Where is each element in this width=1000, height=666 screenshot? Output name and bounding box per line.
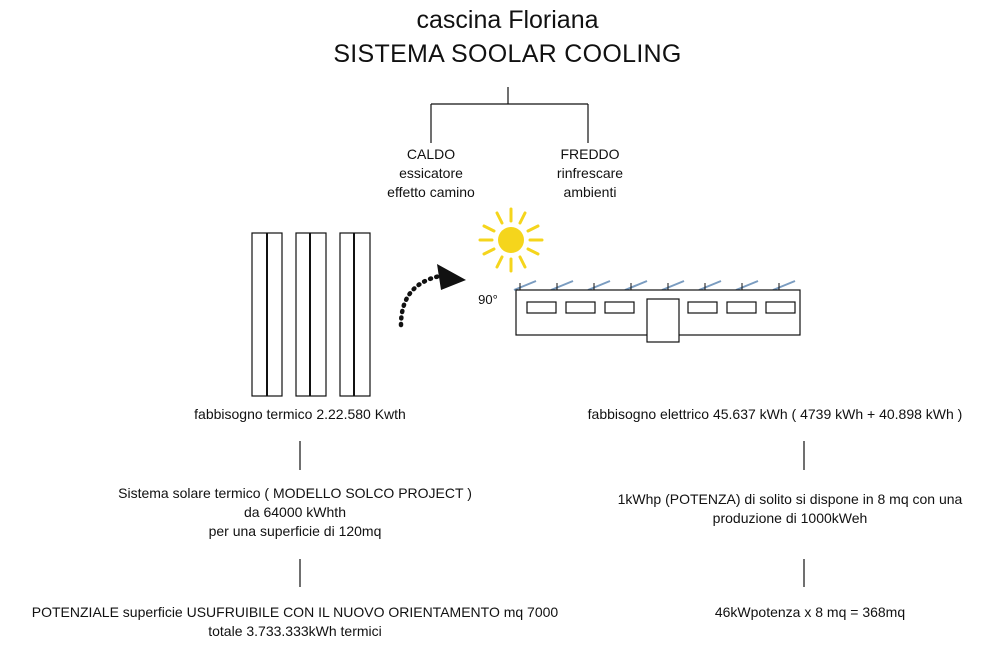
diagram-subtitle: SISTEMA SOOLAR COOLING [333, 40, 682, 68]
branch-caldo-line3: effetto camino [387, 184, 475, 200]
solar-thermal-panels [251, 232, 371, 397]
tree-connector [430, 87, 589, 143]
angle-label: 90° [478, 292, 498, 307]
pv-panels [513, 280, 796, 291]
thermal-potential-line1: POTENZIALE superficie USUFRUIBILE CON IL… [31, 604, 559, 620]
thermal-potential: POTENZIALE superficie USUFRUIBILE CON IL… [0, 603, 590, 641]
branch-freddo-title: FREDDO [560, 146, 620, 162]
pv-result: 46kWpotenza x 8 mq = 368mq [714, 604, 906, 620]
window [604, 301, 635, 314]
rotation-arrow [398, 264, 466, 328]
branch-caldo-title: CALDO [406, 146, 456, 162]
pv-system-line2: produzione di 1000kWeh [712, 510, 868, 526]
branch-caldo: CALDO essicatore effetto camino [356, 145, 506, 202]
thermal-system-line1: Sistema solare termico ( MODELLO SOLCO P… [118, 485, 472, 501]
window [565, 301, 596, 314]
thermal-system: Sistema solare termico ( MODELLO SOLCO P… [80, 484, 510, 541]
door [646, 298, 680, 343]
pv-system-line1: 1kWhp (POTENZA) di solito si dispone in … [617, 491, 963, 507]
sun-icon [478, 207, 544, 273]
branch-freddo-line2: rinfrescare [556, 165, 624, 181]
window [526, 301, 557, 314]
thermal-system-line2: da 64000 kWhth [244, 504, 346, 520]
thermal-potential-line2: totale 3.733.333kWh termici [208, 623, 382, 639]
window [687, 301, 718, 314]
branch-caldo-line2: essicatore [399, 165, 463, 181]
diagram-title: cascina Floriana [416, 6, 599, 34]
electric-demand: fabbisogno elettrico 45.637 kWh ( 4739 k… [587, 406, 963, 422]
thermal-system-line3: per una superficie di 120mq [208, 523, 382, 539]
building [513, 280, 801, 343]
window [765, 301, 796, 314]
pv-system: 1kWhp (POTENZA) di solito si dispone in … [570, 490, 1000, 528]
window [726, 301, 757, 314]
thermal-demand: fabbisogno termico 2.22.580 Kwth [194, 406, 406, 422]
column-connectors [299, 441, 805, 587]
branch-freddo: FREDDO rinfrescare ambienti [515, 145, 665, 202]
branch-freddo-line3: ambienti [563, 184, 617, 200]
